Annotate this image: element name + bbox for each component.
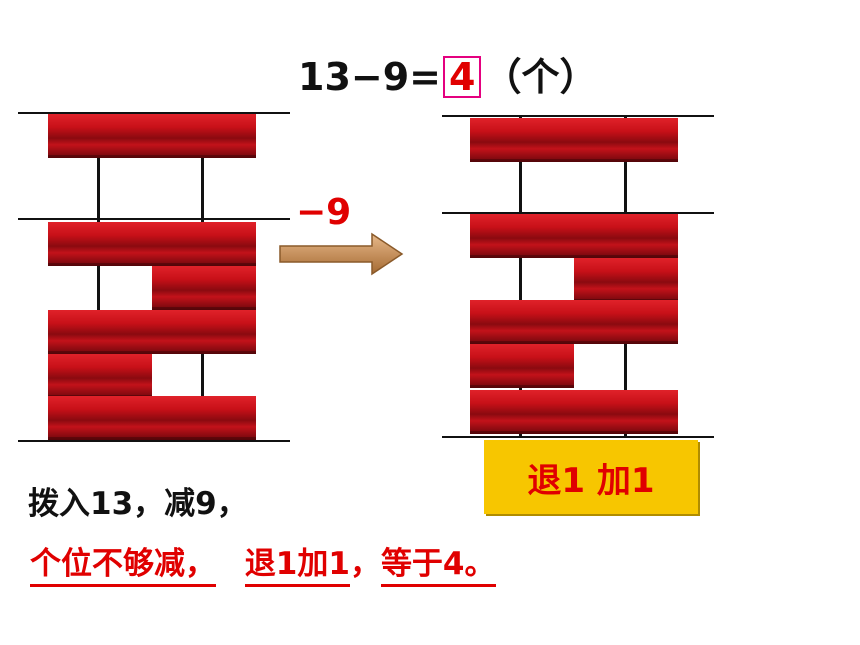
equation-answer-box: 4 — [443, 56, 482, 98]
instruction-line-2: 个位不够减， 退1加1，等于4。 — [30, 538, 496, 587]
instruction-line-1: 拨入13，减9， — [28, 486, 248, 522]
right-arrow-icon — [279, 232, 404, 276]
operation-label: −9 — [296, 192, 352, 233]
bead — [470, 344, 574, 388]
bead — [152, 266, 256, 310]
abacus-rod-tens — [97, 112, 100, 442]
bead — [574, 214, 678, 258]
bead — [152, 310, 256, 354]
abacus-middle-bar — [18, 218, 290, 220]
abacus-middle-bar — [442, 212, 714, 214]
instruction-part-1: 个位不够减， — [30, 546, 216, 587]
bead — [574, 118, 678, 162]
bead — [48, 396, 152, 440]
bead — [152, 222, 256, 266]
bead — [48, 114, 152, 158]
bead — [48, 222, 152, 266]
bead — [574, 258, 678, 302]
bead — [470, 214, 574, 258]
bead — [470, 118, 574, 162]
bead — [470, 390, 574, 434]
bead — [152, 114, 256, 158]
equation-unit: （个） — [483, 55, 598, 99]
abacus-bottom-bar — [18, 440, 290, 442]
bead — [574, 300, 678, 344]
instruction-part-3: 等于4。 — [380, 546, 496, 587]
instruction-part-2: 退1加1 — [244, 546, 350, 587]
equation: 13−9=4（个） — [298, 46, 597, 101]
abacus-rod-tens — [519, 115, 522, 437]
instruction-separator: ， — [349, 546, 381, 582]
note-box: 退1 加1 — [484, 440, 698, 514]
bead — [574, 390, 678, 434]
abacus-top-bar — [442, 115, 714, 117]
bead — [152, 396, 256, 440]
abacus-top-bar — [18, 112, 290, 114]
abacus-bottom-bar — [442, 436, 714, 438]
bead — [48, 354, 152, 398]
bead — [48, 310, 152, 354]
bead — [470, 300, 574, 344]
equation-expression: 13−9= — [298, 55, 442, 99]
